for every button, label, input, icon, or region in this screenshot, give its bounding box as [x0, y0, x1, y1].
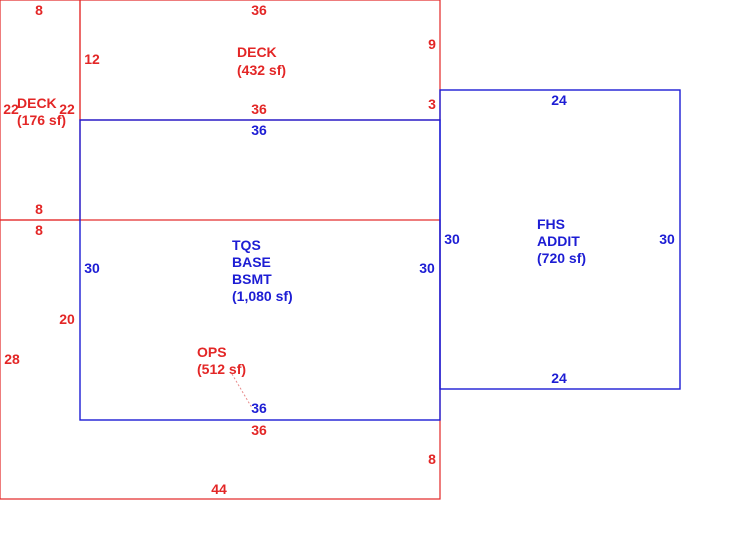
base-line2: BASE	[232, 254, 271, 270]
dim-deck-left-left: 22	[3, 101, 19, 117]
dim-addition-right: 30	[659, 231, 675, 247]
dim-base-top: 36	[251, 122, 267, 138]
dim-ops-left: 28	[4, 351, 20, 367]
base-size: (1,080 sf)	[232, 288, 293, 304]
base-line3: BSMT	[232, 271, 272, 287]
dim-ops-inner-top: 36	[251, 422, 267, 438]
area-labels: DECK (432 sf) DECK (176 sf) TQS BASE BSM…	[17, 44, 586, 377]
dim-base-left: 30	[84, 260, 100, 276]
dim-deck-left-bottom: 8	[35, 201, 43, 217]
base-line1: TQS	[232, 237, 261, 253]
deck-left-size: (176 sf)	[17, 112, 66, 128]
dim-base-right: 30	[419, 260, 435, 276]
addition-size: (720 sf)	[537, 250, 586, 266]
addition-outline	[439, 89, 681, 390]
dim-addition-offset: 3	[428, 96, 436, 112]
addition-line1: FHS	[537, 216, 565, 232]
deck-top-name: DECK	[237, 44, 277, 60]
dim-ops-inner-left: 20	[59, 311, 75, 327]
dim-addition-left: 30	[444, 231, 460, 247]
dim-ops-right: 8	[428, 451, 436, 467]
red-outlines	[0, 0, 441, 500]
dim-addition-bottom: 24	[551, 370, 567, 386]
ops-size: (512 sf)	[197, 361, 246, 377]
dim-deck-left-top: 8	[35, 2, 43, 18]
blue-dimensions: 36 30 30 36 24 30 30 24	[84, 92, 675, 416]
addition-line2: ADDIT	[537, 233, 580, 249]
dim-deck-top-bottom: 36	[251, 101, 267, 117]
blue-outlines	[79, 89, 681, 421]
dim-deck-left-right: 22	[59, 101, 75, 117]
dim-ops-top-left: 8	[35, 222, 43, 238]
dim-base-bottom: 36	[251, 400, 267, 416]
deck-top-size: (432 sf)	[237, 62, 286, 78]
red-dimensions: 8 36 12 9 36 3 22 22 8 8 20 28 36 8 44	[3, 2, 436, 497]
deck-left-name: DECK	[17, 95, 57, 111]
dim-addition-top: 24	[551, 92, 567, 108]
ops-name: OPS	[197, 344, 227, 360]
dim-deck-top-top: 36	[251, 2, 267, 18]
ops-leader-line	[231, 373, 253, 409]
base-outline	[79, 119, 441, 421]
dim-deck-top-right: 9	[428, 36, 436, 52]
dim-deck-top-left: 12	[84, 51, 100, 67]
dim-ops-bottom: 44	[211, 481, 227, 497]
